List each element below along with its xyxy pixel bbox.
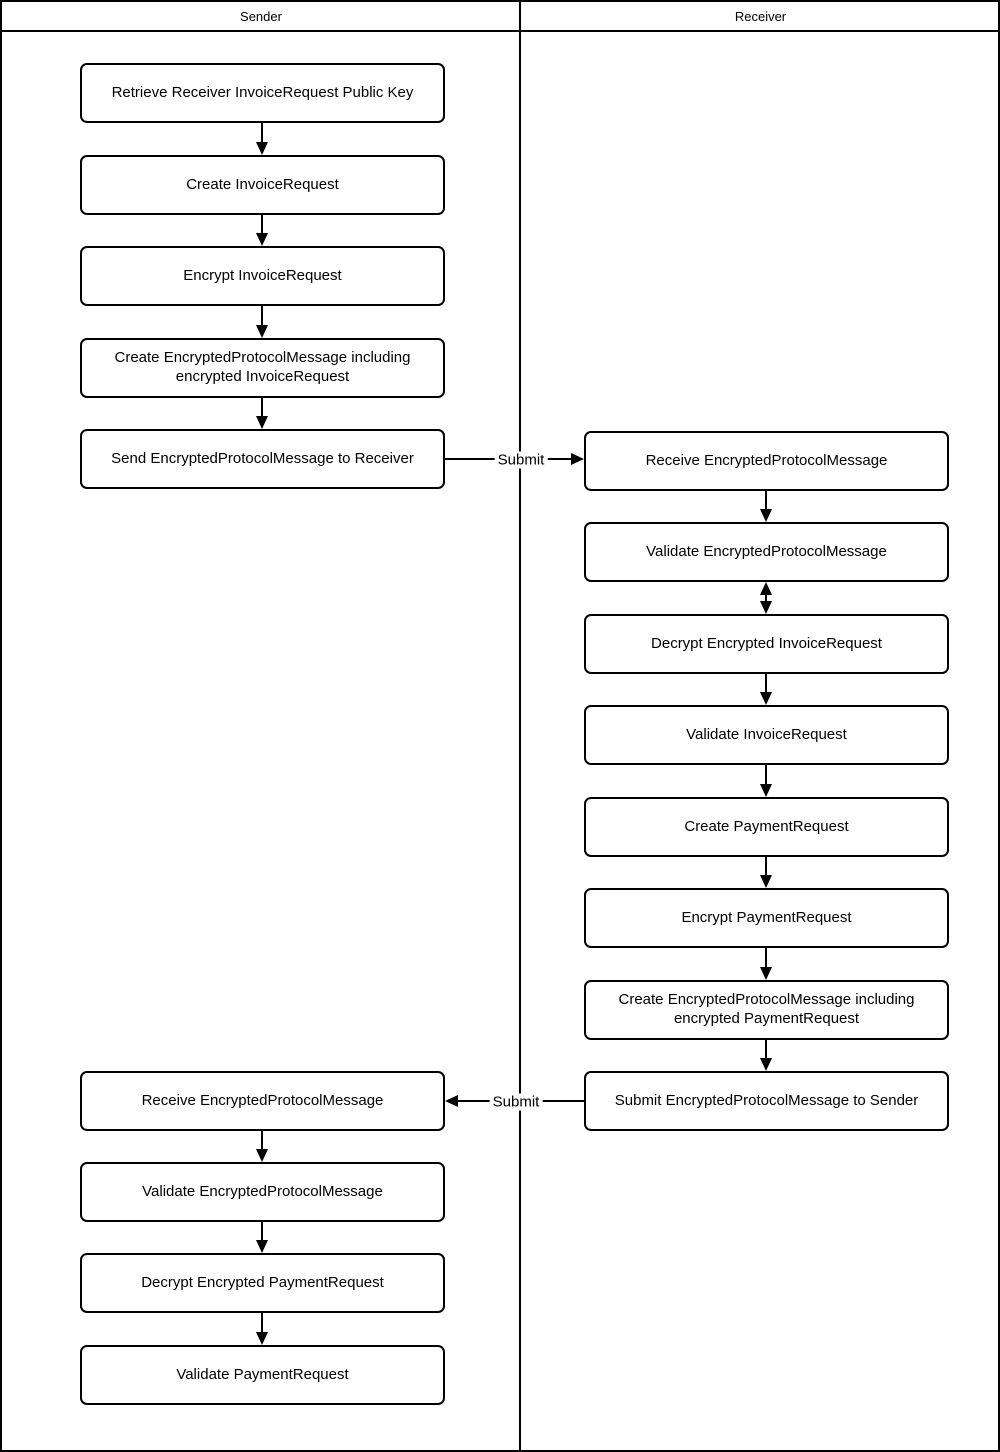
node-encrypt-invoicerequest: Encrypt InvoiceRequest — [80, 246, 445, 306]
arrow-line — [765, 765, 767, 785]
arrowhead-down-icon — [256, 325, 268, 338]
arrowhead-down-icon — [760, 692, 772, 705]
lane-divider — [519, 2, 521, 1450]
down-arrow — [760, 674, 772, 705]
down-arrow — [760, 765, 772, 797]
node-sender-validate-encryptedprotocolmessage: Validate EncryptedProtocolMessage — [80, 1162, 445, 1222]
node-receiver-receive-encryptedprotocolmessage: Receive EncryptedProtocolMessage — [584, 431, 949, 491]
lane-header-sender: Sender — [240, 8, 282, 24]
arrow-line — [261, 123, 263, 143]
arrowhead-up-icon — [760, 582, 772, 595]
arrowhead-down-icon — [760, 875, 772, 888]
arrow-line — [261, 1222, 263, 1241]
lane-header-receiver: Receiver — [734, 8, 787, 24]
down-arrow — [760, 491, 772, 522]
arrowhead-down-icon — [760, 601, 772, 614]
header-separator — [2, 30, 998, 32]
arrowhead-right-icon — [571, 453, 584, 465]
node-create-encryptedprotocolmessage-paymentrequest: Create EncryptedProtocolMessage includin… — [584, 980, 949, 1040]
down-arrow — [256, 215, 268, 246]
node-create-invoicerequest: Create InvoiceRequest — [80, 155, 445, 215]
arrow-line — [765, 948, 767, 968]
arrowhead-down-icon — [256, 142, 268, 155]
node-send-encryptedprotocolmessage-to-receiver: Send EncryptedProtocolMessage to Receive… — [80, 429, 445, 489]
arrowhead-down-icon — [760, 1058, 772, 1071]
arrow-line — [261, 215, 263, 234]
arrow-line — [261, 306, 263, 326]
node-retrieve-receiver-invoicerequest-public-key: Retrieve Receiver InvoiceRequest Public … — [80, 63, 445, 123]
arrow-line — [765, 491, 767, 510]
submit-label: Submit — [489, 1093, 543, 1111]
node-validate-invoicerequest: Validate InvoiceRequest — [584, 705, 949, 765]
arrow-line — [261, 398, 263, 417]
node-validate-paymentrequest: Validate PaymentRequest — [80, 1345, 445, 1405]
arrowhead-down-icon — [760, 967, 772, 980]
arrow-line — [765, 674, 767, 693]
arrowhead-down-icon — [256, 1240, 268, 1253]
arrowhead-down-icon — [256, 1149, 268, 1162]
down-arrow — [760, 1040, 772, 1071]
arrowhead-down-icon — [760, 509, 772, 522]
arrow-line — [765, 1040, 767, 1059]
node-decrypt-encrypted-paymentrequest: Decrypt Encrypted PaymentRequest — [80, 1253, 445, 1313]
arrowhead-down-icon — [256, 1332, 268, 1345]
node-submit-encryptedprotocolmessage-to-sender: Submit EncryptedProtocolMessage to Sende… — [584, 1071, 949, 1131]
down-arrow — [256, 123, 268, 155]
node-receiver-validate-encryptedprotocolmessage: Validate EncryptedProtocolMessage — [584, 522, 949, 582]
arrowhead-down-icon — [256, 233, 268, 246]
double-arrow — [760, 582, 772, 614]
arrow-line — [261, 1313, 263, 1333]
down-arrow — [256, 1313, 268, 1345]
down-arrow — [760, 948, 772, 980]
arrowhead-down-icon — [760, 784, 772, 797]
node-create-paymentrequest: Create PaymentRequest — [584, 797, 949, 857]
node-create-encryptedprotocolmessage-invoicerequest: Create EncryptedProtocolMessage includin… — [80, 338, 445, 398]
down-arrow — [256, 1222, 268, 1253]
node-decrypt-encrypted-invoicerequest: Decrypt Encrypted InvoiceRequest — [584, 614, 949, 674]
down-arrow — [760, 857, 772, 888]
arrowhead-down-icon — [256, 416, 268, 429]
arrow-line — [765, 593, 767, 603]
down-arrow — [256, 398, 268, 429]
submit-label: Submit — [494, 451, 548, 469]
arrowhead-left-icon — [445, 1095, 458, 1107]
node-sender-receive-encryptedprotocolmessage: Receive EncryptedProtocolMessage — [80, 1071, 445, 1131]
arrow-line — [765, 857, 767, 876]
down-arrow — [256, 306, 268, 338]
down-arrow — [256, 1131, 268, 1162]
node-encrypt-paymentrequest: Encrypt PaymentRequest — [584, 888, 949, 948]
arrow-line — [261, 1131, 263, 1150]
